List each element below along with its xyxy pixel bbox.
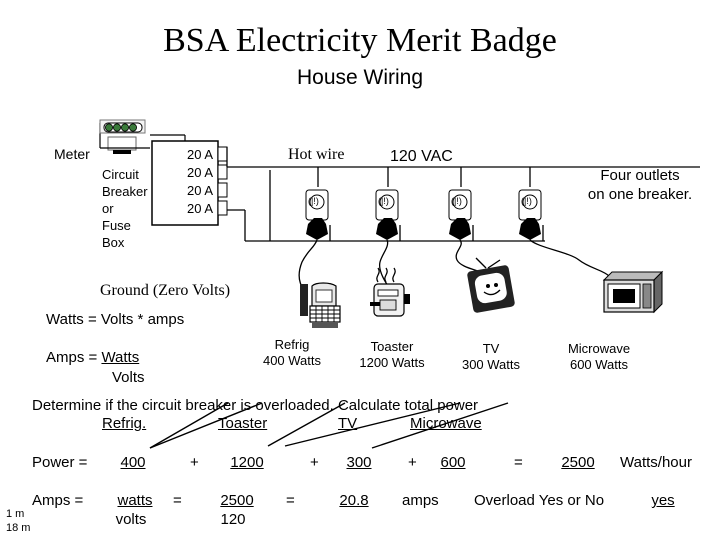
- appliance-watts: 300 Watts: [461, 357, 521, 372]
- power-unit: Watts/hour: [620, 454, 692, 471]
- breaker-box-line: Box: [102, 235, 125, 250]
- microwave-icon: [602, 270, 664, 314]
- voltage-label: 120 VAC: [390, 148, 453, 165]
- outlet-label: (|!): [521, 196, 532, 206]
- outlet-icon: [298, 189, 329, 291]
- corner-note: 18 m: [6, 522, 31, 534]
- outlet-icon: [448, 189, 486, 275]
- amps-formula: Amps = Watts: [46, 349, 139, 366]
- refrigerator-icon: [300, 282, 341, 328]
- outlet-icon: [518, 189, 610, 277]
- appliance-label-tv: TV 300 Watts: [451, 341, 531, 373]
- amps-formula-numerator: Watts: [101, 349, 140, 366]
- meter-icon: [99, 119, 150, 154]
- column-tv: TV: [338, 415, 358, 432]
- breaker-rating: 20 A: [187, 183, 214, 198]
- calc-arrows: [149, 402, 509, 449]
- power-label: Power =: [32, 454, 88, 471]
- hot-wire-label: Hot wire: [288, 146, 345, 163]
- equals-sign: =: [286, 492, 295, 509]
- amps-formula-denominator: Volts: [112, 369, 145, 386]
- appliance-name: TV: [482, 341, 500, 356]
- amps-fraction-denominator: 120: [220, 511, 246, 528]
- breaker-box-line: or: [102, 201, 114, 216]
- breaker-rating: 20 A: [187, 147, 214, 162]
- power-value-tv: 300: [346, 454, 372, 471]
- breaker-ratings: 20 A 20 A 20 A 20 A: [187, 146, 213, 218]
- watts-formula: Watts = Volts * amps: [46, 311, 185, 328]
- toaster-icon: [370, 267, 410, 317]
- appliance-label-microwave: Microwave 600 Watts: [556, 341, 642, 373]
- tv-icon: [467, 257, 515, 313]
- power-total: 2500: [561, 454, 595, 471]
- appliance-watts: 400 Watts: [262, 353, 322, 368]
- question-text: Determine if the circuit breaker is over…: [32, 397, 479, 414]
- outlets-note: Four outlets on one breaker.: [570, 166, 710, 204]
- outlet-icon: [375, 189, 399, 287]
- column-toaster: Toaster: [218, 415, 268, 432]
- hot-wire: [226, 147, 700, 187]
- amps-unit: amps: [402, 492, 439, 509]
- column-microwave: Microwave: [410, 415, 482, 432]
- plus-sign: +: [408, 454, 417, 471]
- breaker-rating: 20 A: [187, 201, 214, 216]
- amps-fraction-numerator: 2500: [220, 492, 254, 509]
- breaker-box-label: Circuit Breaker or Fuse Box: [102, 166, 148, 251]
- power-value-microwave: 600: [440, 454, 466, 471]
- amps-formula-prefix: Amps =: [46, 349, 102, 366]
- appliance-name: Refrig: [274, 337, 310, 352]
- appliance-name: Toaster: [370, 339, 414, 354]
- overload-answer: yes: [651, 492, 675, 509]
- power-value-toaster: 1200: [230, 454, 264, 471]
- column-refrig: Refrig.: [102, 415, 147, 432]
- equals-sign: =: [514, 454, 523, 471]
- equals-sign: =: [173, 492, 182, 509]
- appliance-watts: 600 Watts: [569, 357, 629, 372]
- meter-label: Meter: [54, 146, 90, 162]
- page-subtitle: House Wiring: [296, 66, 424, 89]
- amps-result: 20.8: [339, 492, 369, 509]
- breaker-rating: 20 A: [187, 165, 214, 180]
- appliance-name: Microwave: [567, 341, 631, 356]
- appliance-label-toaster: Toaster 1200 Watts: [350, 339, 434, 371]
- breaker-box-line: Breaker: [102, 184, 148, 199]
- amps-numerator: watts: [117, 492, 153, 509]
- outlets-note-line: Four outlets: [600, 167, 680, 184]
- outlets-note-line: on one breaker.: [587, 186, 693, 203]
- breaker-box-line: Circuit: [102, 167, 139, 182]
- ground-wire: [227, 170, 545, 242]
- breaker-box: [150, 134, 228, 226]
- breaker-box-line: Fuse: [102, 218, 131, 233]
- ground-label: Ground (Zero Volts): [100, 282, 231, 299]
- outlet-label: (|!): [308, 196, 319, 206]
- plus-sign: +: [190, 454, 199, 471]
- appliance-label-refrig: Refrig 400 Watts: [252, 337, 332, 369]
- appliance-watts: 1200 Watts: [359, 355, 425, 370]
- page-title: BSA Electricity Merit Badge: [163, 22, 557, 59]
- amps-denominator: volts: [115, 511, 147, 528]
- amps-label: Amps =: [32, 492, 84, 509]
- power-value-refrig: 400: [120, 454, 146, 471]
- corner-note: 1 m: [6, 508, 25, 520]
- plus-sign: +: [310, 454, 319, 471]
- outlet-label: (|!): [378, 196, 389, 206]
- overload-prompt: Overload Yes or No: [474, 492, 605, 509]
- outlet-label: (|!): [451, 196, 462, 206]
